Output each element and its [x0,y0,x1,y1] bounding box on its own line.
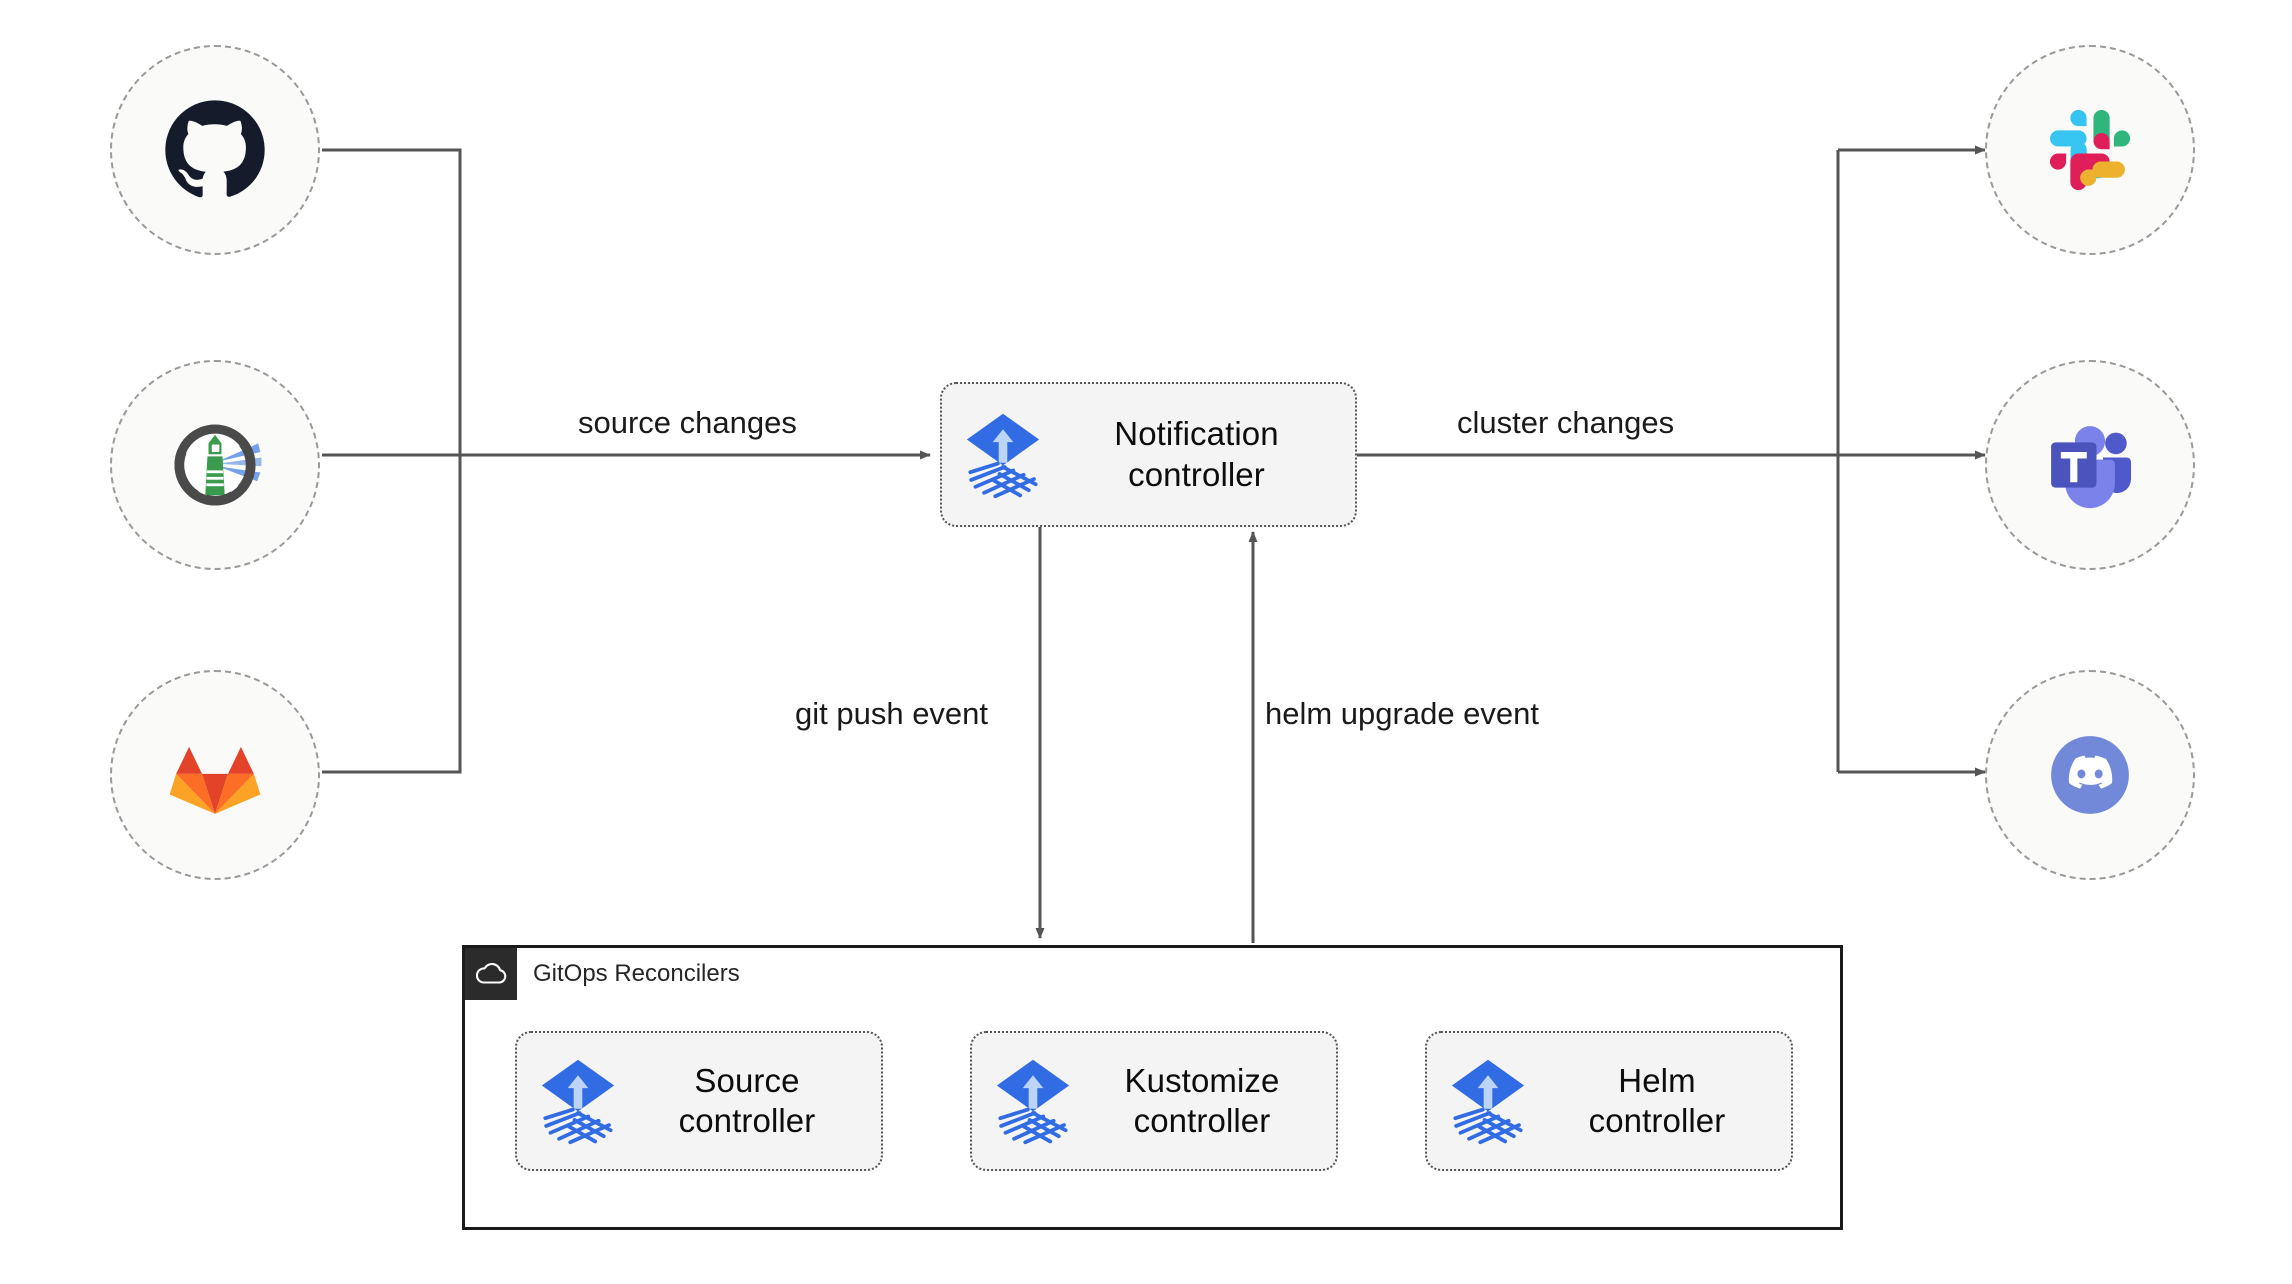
edge-label-cluster-changes: cluster changes [1457,405,1675,440]
cloud-icon [475,962,507,984]
wire-gitlab-to-bus [322,455,462,774]
ms-teams-icon [2051,426,2132,509]
flux-icon [1451,1059,1525,1145]
notification-controller-label: Notification controller [1114,415,1279,493]
target-node-teams[interactable] [1985,360,2195,570]
notification-controller-box[interactable]: Notification controller [940,382,1357,527]
source-controller-label: Source controller [678,1061,816,1139]
target-node-discord[interactable] [1985,670,2195,880]
kustomize-controller-label: Kustomize controller [1124,1061,1280,1139]
wire-github-to-bus [322,148,462,455]
flux-icon [966,413,1040,498]
flux-icon [996,1059,1070,1145]
discord-icon [2051,736,2129,814]
edge-label-git-push-event: git push event [795,696,989,731]
github-icon [165,100,265,198]
slack-icon [2049,109,2131,191]
kustomize-controller-box[interactable]: Kustomize controller [970,1031,1338,1171]
gitlab-icon [169,746,261,814]
source-node-gitlab[interactable] [110,670,320,880]
cloud-badge [465,948,517,1000]
flux-icon [541,1059,615,1145]
gitops-reconcilers-container: GitOps Reconcilers Source controller [462,945,1843,1230]
edge-label-source-changes: source changes [578,405,797,440]
source-controller-box[interactable]: Source controller [515,1031,883,1171]
helm-controller-box[interactable]: Helm controller [1425,1031,1793,1171]
source-node-flux[interactable] [110,360,320,570]
source-node-github[interactable] [110,45,320,255]
flux-lighthouse-icon [174,424,262,506]
edge-label-helm-upgrade-event: helm upgrade event [1265,696,1540,731]
target-node-slack[interactable] [1985,45,2195,255]
helm-controller-label: Helm controller [1588,1061,1726,1139]
gitops-reconcilers-header: GitOps Reconcilers [465,948,740,1000]
gitops-reconcilers-title: GitOps Reconcilers [533,960,740,987]
